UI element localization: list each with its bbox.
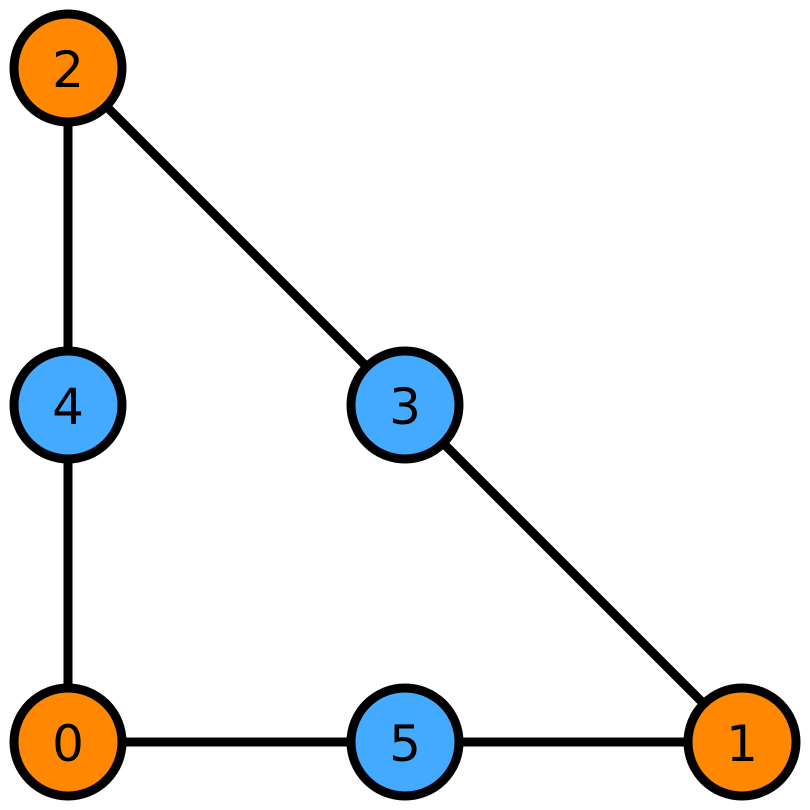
edge-3-1 (401, 401, 746, 746)
node-label-0: 0 (52, 715, 84, 773)
node-1: 1 (683, 683, 801, 801)
node-label-2: 2 (52, 41, 84, 99)
node-0: 0 (9, 683, 127, 801)
node-5: 5 (346, 683, 464, 801)
node-label-1: 1 (726, 715, 758, 773)
node-label-3: 3 (389, 378, 421, 436)
node-circle-0 (9, 683, 127, 801)
edge-2-3 (64, 64, 409, 409)
node-3: 3 (346, 346, 464, 464)
nodes-layer: 0 1 2 3 4 5 (9, 9, 801, 801)
node-circle-5 (346, 683, 464, 801)
node-circle-4 (9, 346, 127, 464)
node-label-4: 4 (52, 378, 84, 436)
node-label-5: 5 (389, 715, 421, 773)
node-2: 2 (9, 9, 127, 127)
node-circle-2 (9, 9, 127, 127)
node-circle-3 (346, 346, 464, 464)
node-circle-1 (683, 683, 801, 801)
node-4: 4 (9, 346, 127, 464)
